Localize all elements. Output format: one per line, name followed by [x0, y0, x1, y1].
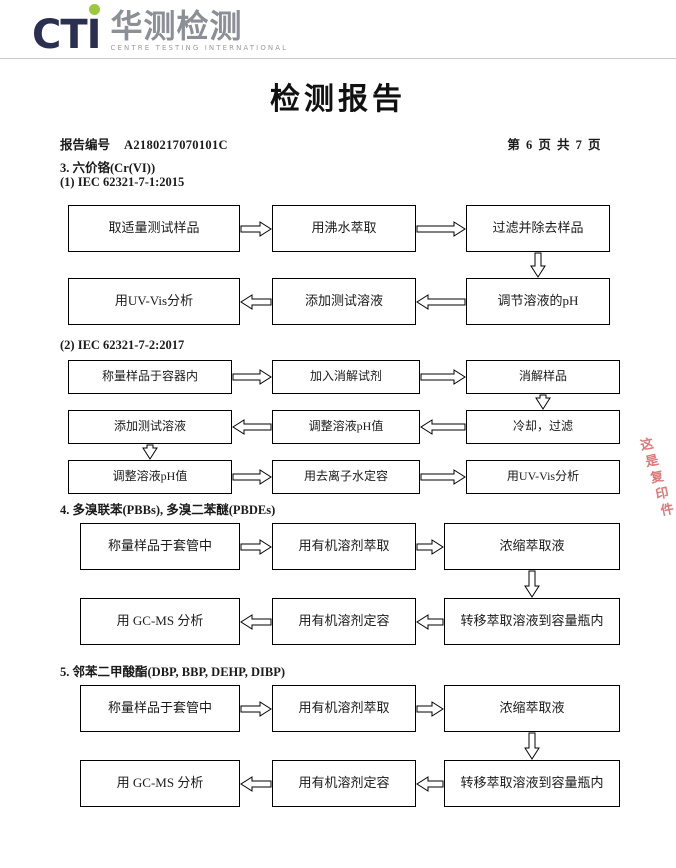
flow-step-box: 调整溶液pH值 [272, 410, 420, 444]
flow-arrow-horizontal [416, 700, 444, 717]
flow-step-box: 称量样品于套管中 [80, 685, 240, 732]
flow-step-box: 转移萃取溶液到容量瓶内 [444, 760, 620, 807]
section-heading-2: 4. 多溴联苯(PBBs), 多溴二苯醚(PBDEs) [60, 503, 276, 517]
flow-arrow-horizontal [232, 469, 272, 485]
subsection-heading: (1) IEC 62321-7-1:2015 [60, 175, 185, 189]
flow-arrow-horizontal [420, 469, 466, 485]
flow-step-box: 用有机溶剂定容 [272, 598, 416, 645]
flow-step-box: 取适量测试样品 [68, 205, 240, 252]
flow-step-box: 用沸水萃取 [272, 205, 416, 252]
flow-step-box: 用UV-Vis分析 [68, 278, 240, 325]
logo-english-name: CENTRE TESTING INTERNATIONAL [110, 44, 289, 52]
flow-arrow-horizontal [416, 775, 444, 792]
flow-step-box: 过滤并除去样品 [466, 205, 610, 252]
flow-step-box: 用 GC-MS 分析 [80, 598, 240, 645]
flow-arrow-horizontal [232, 419, 272, 435]
flow-arrow-horizontal [416, 220, 466, 237]
flow-step-box: 添加测试溶液 [272, 278, 416, 325]
page-title: 检测报告 [270, 83, 406, 116]
flow-step-box: 称量样品于容器内 [68, 360, 232, 394]
flow-step-box: 加入消解试剂 [272, 360, 420, 394]
subsection-heading: (2) IEC 62321-7-2:2017 [60, 338, 185, 352]
flow-arrow-vertical [524, 570, 540, 598]
flow-step-box: 用去离子水定容 [272, 460, 420, 494]
flow-step-box: 用UV-Vis分析 [466, 460, 620, 494]
section-heading-1: 3. 六价铬(Cr(VI)) [60, 161, 156, 175]
flow-arrow-horizontal [240, 538, 272, 555]
flow-arrow-horizontal [240, 220, 272, 237]
logo-green-dot-icon [89, 4, 100, 15]
flow-arrow-horizontal [420, 369, 466, 385]
flow-step-box: 添加测试溶液 [68, 410, 232, 444]
flow-arrow-horizontal [416, 613, 444, 630]
flow-step-box: 称量样品于套管中 [80, 523, 240, 570]
flow-arrow-horizontal [416, 538, 444, 555]
flow-arrow-vertical [535, 394, 551, 410]
header-divider [0, 58, 676, 59]
flow-arrow-horizontal [420, 419, 466, 435]
flow-arrow-horizontal [240, 775, 272, 792]
report-meta: 报告编号 A2180217070101C 第 6 页 共 7 页 [0, 134, 676, 152]
flow-arrow-horizontal [416, 293, 466, 310]
page-indicator: 第 6 页 共 7 页 [507, 138, 602, 152]
flow-step-box: 调节溶液的pH [466, 278, 610, 325]
logo-chinese-name: 华测检测 [110, 7, 243, 45]
flow-arrow-horizontal [232, 369, 272, 385]
report-number-label: 报告编号 [60, 138, 111, 152]
report-number: 报告编号 A2180217070101C [60, 134, 228, 153]
flow-step-box: 调整溶液pH值 [68, 460, 232, 494]
flow-step-box: 浓缩萃取液 [444, 523, 620, 570]
flow-step-box: 用有机溶剂定容 [272, 760, 416, 807]
section-heading-3: 5. 邻苯二甲酸酯(DBP, BBP, DEHP, DIBP) [60, 665, 286, 679]
flow-step-box: 浓缩萃取液 [444, 685, 620, 732]
flow-step-box: 转移萃取溶液到容量瓶内 [444, 598, 620, 645]
flow-arrow-horizontal [240, 613, 272, 630]
flow-arrow-vertical [524, 732, 540, 760]
logo-bar: CTI 华测检测 CENTRE TESTING INTERNATIONAL [0, 0, 676, 62]
flow-arrow-vertical [142, 444, 158, 460]
logo-mark-text: CTI [32, 12, 102, 58]
flow-arrow-vertical [530, 252, 546, 278]
flow-step-box: 用 GC-MS 分析 [80, 760, 240, 807]
flow-step-box: 冷却，过滤 [466, 410, 620, 444]
flow-arrow-horizontal [240, 293, 272, 310]
copy-watermark: 这是复印件 [639, 430, 676, 521]
flow-step-box: 用有机溶剂萃取 [272, 685, 416, 732]
flow-step-box: 消解样品 [466, 360, 620, 394]
flow-step-box: 用有机溶剂萃取 [272, 523, 416, 570]
report-number-value: A2180217070101C [124, 138, 228, 152]
flow-arrow-horizontal [240, 700, 272, 717]
cti-logo: CTI 华测检测 CENTRE TESTING INTERNATIONAL [32, 4, 289, 58]
